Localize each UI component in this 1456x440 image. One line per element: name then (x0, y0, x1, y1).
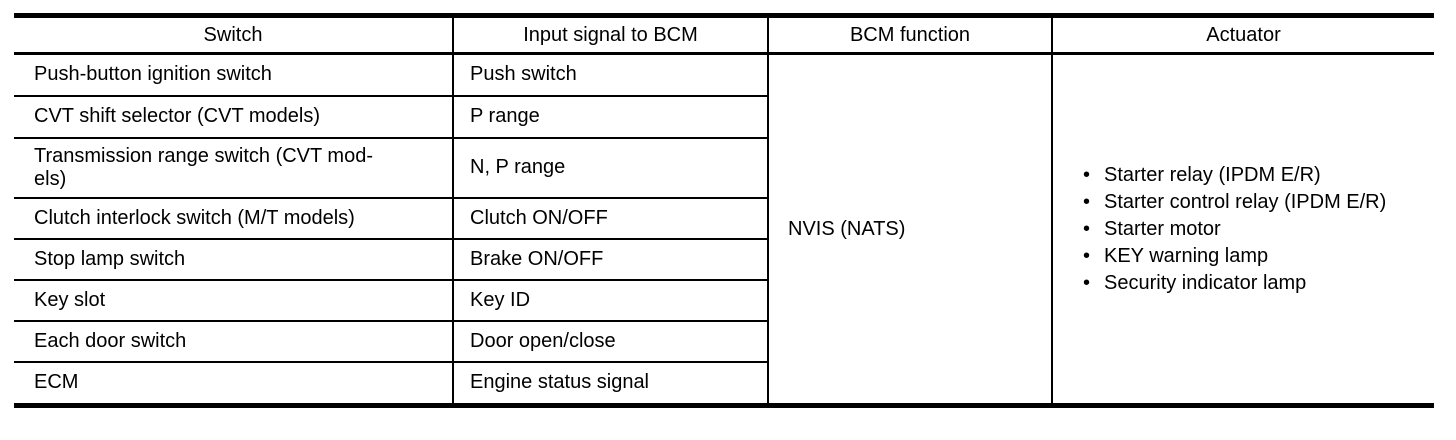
table-row: Key slot Key ID (14, 279, 1434, 322)
switch-cell: ECM (14, 361, 454, 406)
switch-cell: Stop lamp switch (14, 238, 454, 281)
actuator-item: KEY warning lamp (1083, 243, 1430, 270)
document-page: Switch Input signal to BCM BCM function … (14, 13, 1434, 408)
switch-cell: Push-button ignition switch (14, 53, 454, 97)
table-row: Each door switch Door open/close (14, 320, 1434, 363)
table-row: Clutch interlock switch (M/T models) Clu… (14, 197, 1434, 240)
input-signal-cell: Push switch (453, 53, 769, 97)
switch-cell: Each door switch (14, 320, 454, 363)
switch-cell: Key slot (14, 279, 454, 322)
bcm-signal-table: Switch Input signal to BCM BCM function … (14, 13, 1434, 408)
actuator-item: Starter motor (1083, 216, 1430, 243)
input-signal-cell: Brake ON/OFF (453, 238, 769, 281)
header-row: Switch Input signal to BCM BCM function … (14, 15, 1434, 55)
input-signal-cell: Engine status signal (453, 361, 769, 406)
actuator-list: Starter relay (IPDM E/R) Starter control… (1083, 162, 1430, 297)
table-row: Push-button ignition switch Push switch … (14, 53, 1434, 406)
switch-cell: Transmission range switch (CVT mod- els) (14, 137, 454, 199)
switch-cell: CVT shift selector (CVT models) (14, 95, 454, 139)
column-header-input-signal: Input signal to BCM (453, 15, 769, 55)
actuator-item: Starter relay (IPDM E/R) (1083, 162, 1430, 189)
table-row: CVT shift selector (CVT models) P range (14, 95, 1434, 139)
column-header-actuator: Actuator (1052, 15, 1434, 55)
table-row: Transmission range switch (CVT mod- els)… (14, 137, 1434, 199)
column-header-bcm-function: BCM function (768, 15, 1053, 55)
actuator-cell: Starter relay (IPDM E/R) Starter control… (1052, 54, 1434, 406)
input-signal-cell: Clutch ON/OFF (453, 197, 769, 240)
actuator-item: Security indicator lamp (1083, 270, 1430, 297)
table-row: Stop lamp switch Brake ON/OFF (14, 238, 1434, 281)
bcm-function-cell: NVIS (NATS) (768, 53, 1053, 406)
switch-cell: Clutch interlock switch (M/T models) (14, 197, 454, 240)
input-signal-cell: Key ID (453, 279, 769, 322)
table-row: ECM Engine status signal (14, 361, 1434, 406)
column-header-switch: Switch (14, 15, 454, 55)
input-signal-cell: P range (453, 95, 769, 139)
input-signal-cell: N, P range (453, 137, 769, 199)
actuator-item: Starter control relay (IPDM E/R) (1083, 189, 1430, 216)
input-signal-cell: Door open/close (453, 320, 769, 363)
